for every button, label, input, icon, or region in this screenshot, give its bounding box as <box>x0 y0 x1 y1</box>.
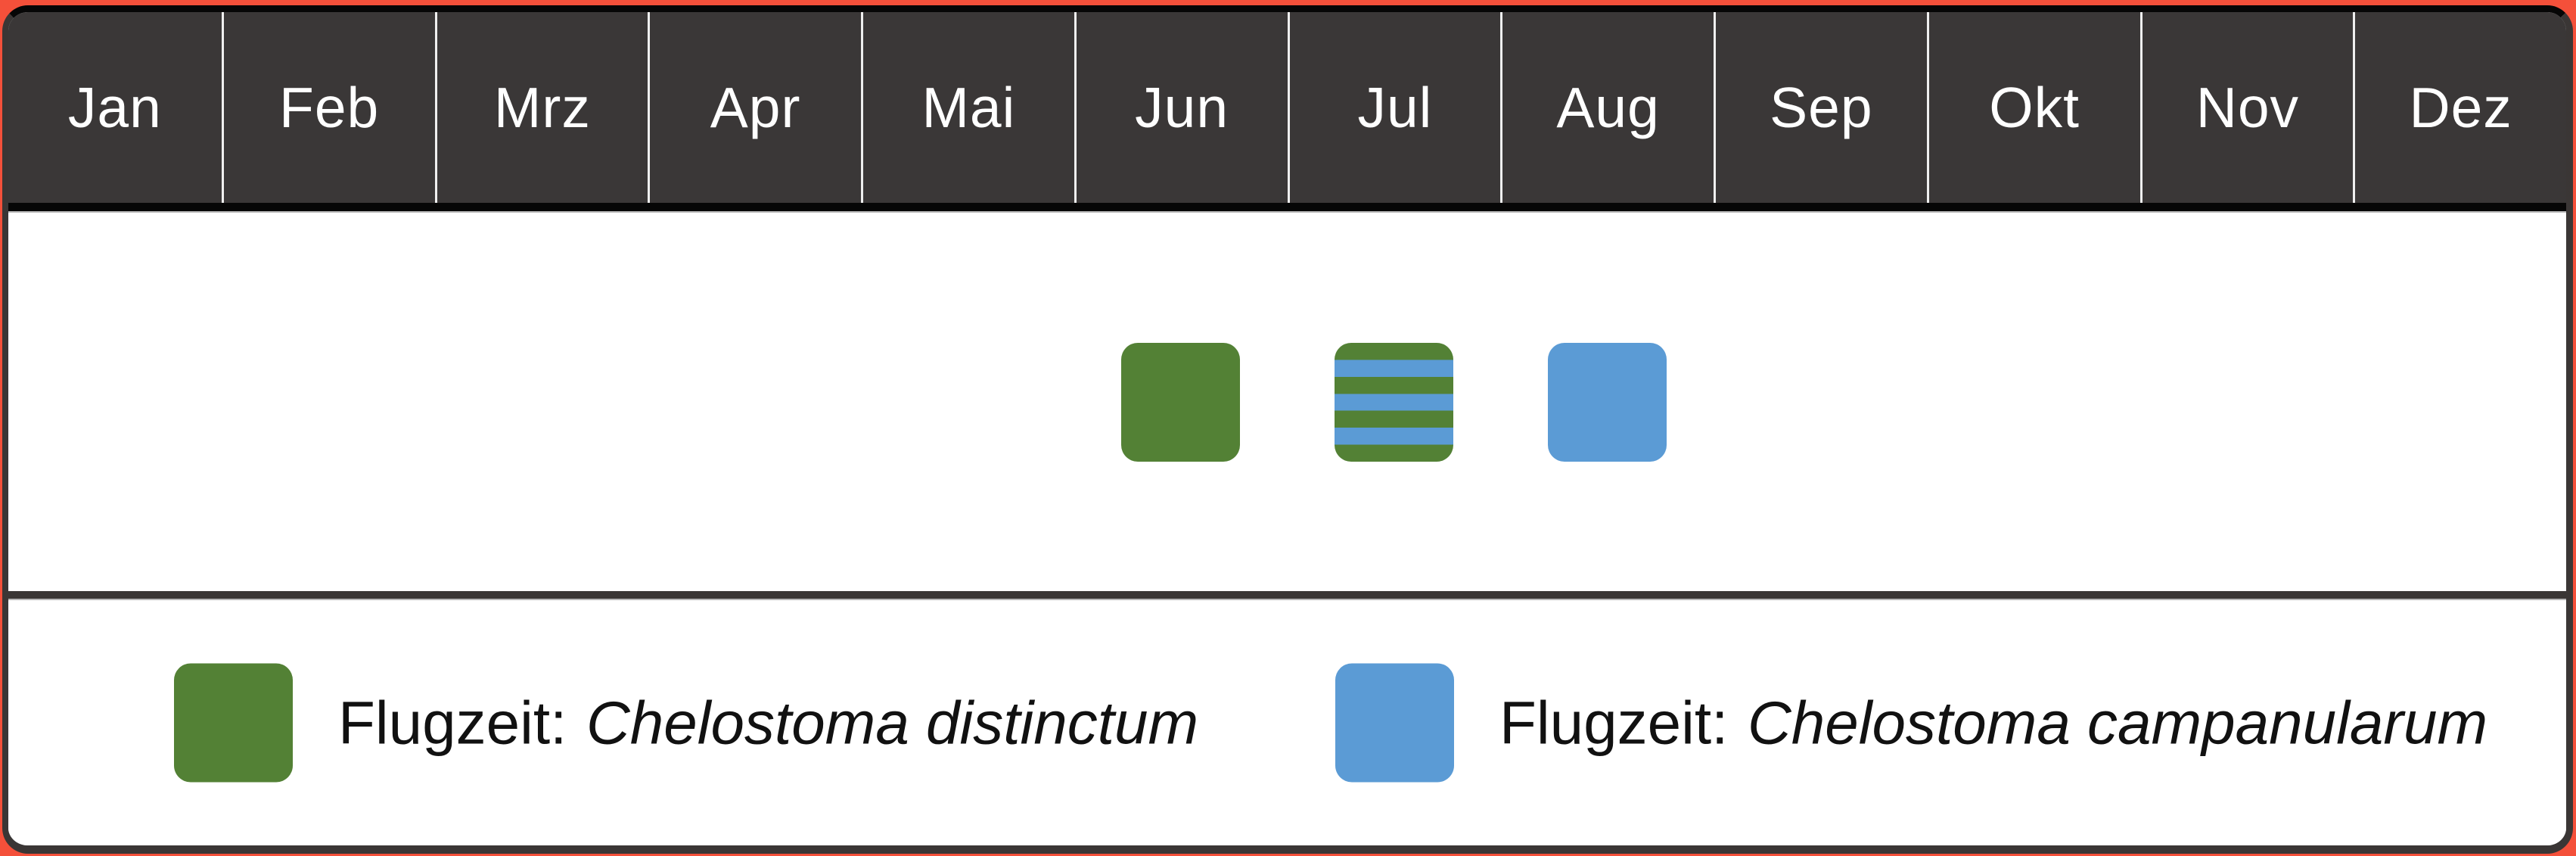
month-header-apr: Apr <box>648 12 861 203</box>
phenology-table-frame: Jan Feb Mrz Apr Mai Jun Jul Aug Sep Okt … <box>2 5 2573 854</box>
month-header-mrz: Mrz <box>434 12 648 203</box>
calendar-body <box>8 213 2566 591</box>
month-header-okt: Okt <box>1926 12 2140 203</box>
month-header-feb: Feb <box>221 12 435 203</box>
legend-item-campanularum: Flugzeit: Chelostoma campanularum <box>1335 663 2487 783</box>
section-divider <box>8 591 2566 599</box>
divider-bottom-hairline <box>8 599 2566 600</box>
legend-item-distinctum: Flugzeit: Chelostoma distinctum <box>174 663 1198 783</box>
month-header-mai: Mai <box>861 12 1074 203</box>
legend-prefix: Flugzeit: <box>1499 689 1729 756</box>
flight-marker-jun-distinctum <box>1121 342 1241 462</box>
legend-swatch-green <box>174 663 293 783</box>
legend-label-distinctum: Flugzeit: Chelostoma distinctum <box>338 688 1198 758</box>
month-header-dez: Dez <box>2353 12 2566 203</box>
legend-swatch-blue <box>1335 663 1454 783</box>
legend-label-campanularum: Flugzeit: Chelostoma campanularum <box>1499 688 2487 758</box>
month-header-sep: Sep <box>1714 12 1927 203</box>
species-name-distinctum: Chelostoma distinctum <box>586 689 1199 756</box>
month-header-jan: Jan <box>67 76 162 139</box>
month-header-jul: Jul <box>1287 12 1501 203</box>
legend: Flugzeit: Chelostoma distinctum Flugzeit:… <box>8 600 2566 845</box>
month-header-aug: Aug <box>1500 12 1714 203</box>
legend-prefix: Flugzeit: <box>338 689 567 756</box>
species-name-campanularum: Chelostoma campanularum <box>1747 689 2488 756</box>
header-bottom-hairline <box>8 211 2566 213</box>
flight-marker-aug-campanularum <box>1547 342 1667 462</box>
month-header-row: Jan Feb Mrz Apr Mai Jun Jul Aug Sep Okt … <box>8 12 2566 211</box>
flight-marker-jul-both-species <box>1334 342 1453 462</box>
month-header-jun: Jun <box>1074 12 1288 203</box>
month-header-nov: Nov <box>2139 12 2354 203</box>
